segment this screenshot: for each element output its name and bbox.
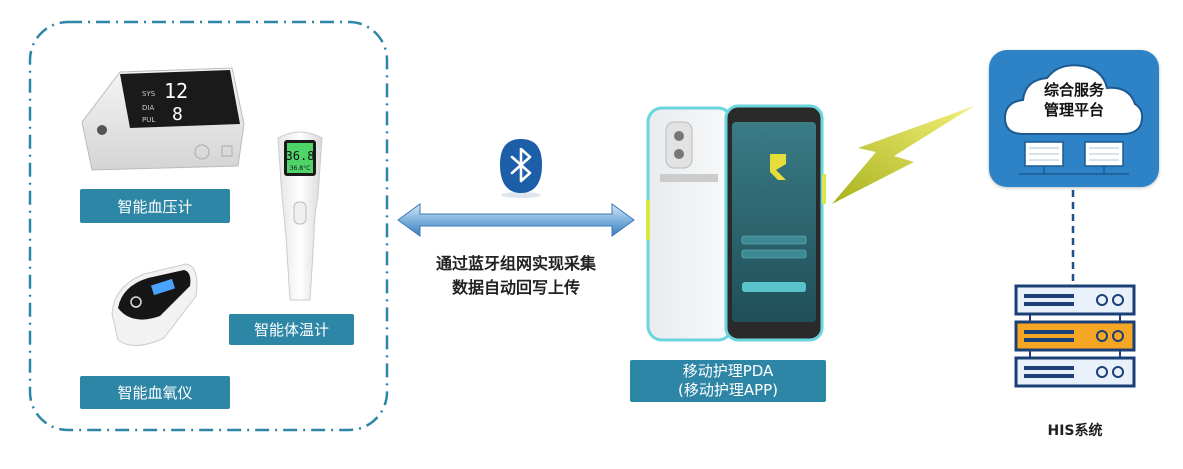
cloud-label-line-2: 管理平台 <box>1043 101 1104 119</box>
lightning-bolt-icon <box>832 106 974 204</box>
mobile-pda-image <box>646 104 826 342</box>
bp-dia-value: 8 <box>172 104 183 125</box>
cloud-icon <box>1003 64 1144 175</box>
his-server-stack-icon <box>1014 284 1136 388</box>
cloud-platform-label: 综合服务 管理平台 <box>989 80 1159 120</box>
link-line-1: 通过蓝牙组网实现采集 <box>435 254 596 273</box>
oximeter-label: 智能血氧仪 <box>80 376 230 409</box>
bidirectional-arrow <box>397 203 635 237</box>
bp-sys-text: SYS <box>142 90 156 98</box>
link-description: 通过蓝牙组网实现采集 数据自动回写上传 <box>396 252 636 300</box>
bp-pul-text: PUL <box>142 116 155 124</box>
thermometer-image: 36.8 36.8°C <box>277 131 323 301</box>
pda-label: 移动护理PDA (移动护理APP) <box>630 360 826 402</box>
blood-pressure-monitor-image: SYS DIA PUL 12 8 <box>81 67 245 171</box>
pda-label-line-1: 移动护理PDA <box>682 362 774 380</box>
bluetooth-icon <box>500 139 542 198</box>
thermometer-label: 智能体温计 <box>229 314 354 345</box>
link-line-2: 数据自动回写上传 <box>451 278 580 297</box>
pulse-oximeter-image <box>111 263 198 346</box>
platform-his-connector <box>1071 190 1075 285</box>
thermometer-sub-reading: 36.8°C <box>290 165 311 172</box>
bp-sys-value: 12 <box>164 79 188 103</box>
pda-label-line-2: (移动护理APP) <box>677 381 779 399</box>
his-system-label: HIS系统 <box>1047 423 1103 439</box>
bp-dia-text: DIA <box>142 104 154 112</box>
bp-monitor-label: 智能血压计 <box>80 189 230 223</box>
cloud-label-line-1: 综合服务 <box>1043 81 1104 99</box>
thermometer-reading: 36.8 <box>286 149 315 163</box>
